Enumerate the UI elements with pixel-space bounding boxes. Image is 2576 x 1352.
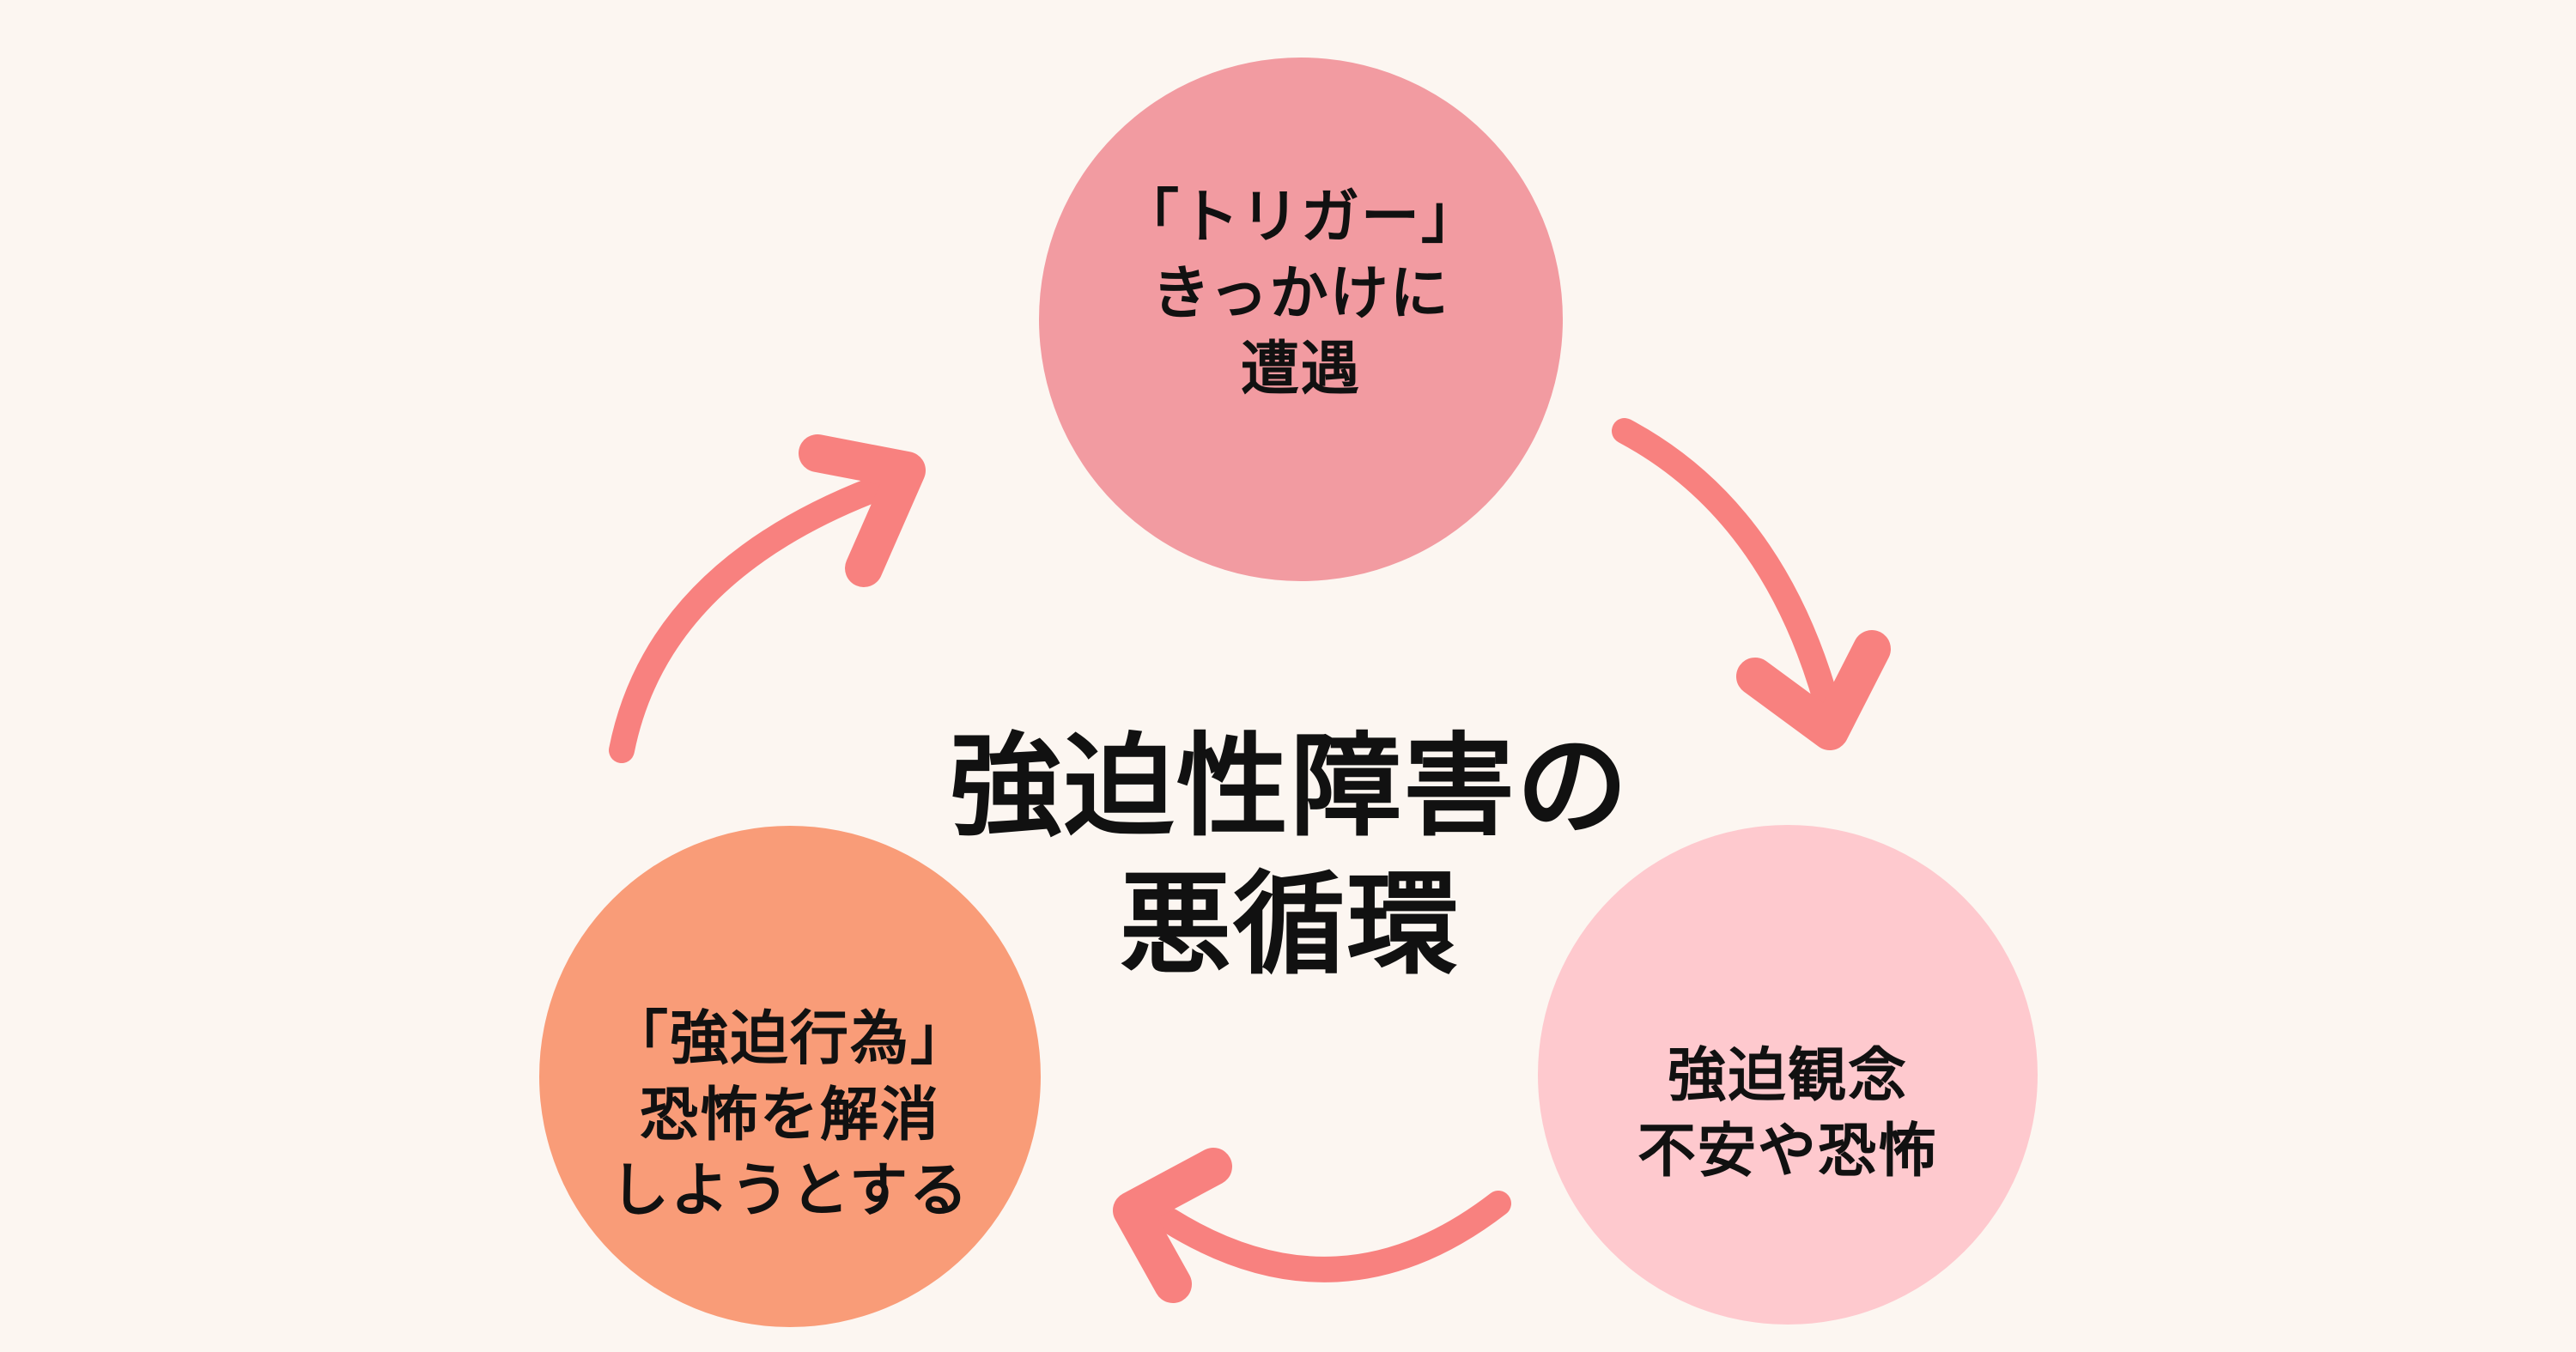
arrow-obsession-to-compulsion bbox=[1113, 1148, 1511, 1303]
node-compulsion-line-1: 「強迫行為」 bbox=[609, 1006, 970, 1072]
diagram-title-line-1: 強迫性障害の bbox=[949, 724, 1630, 849]
node-compulsion: 「強迫行為」 恐怖を解消 しようとする bbox=[539, 826, 1041, 1327]
node-trigger: 「トリガー」 きっかけに 遭遇 bbox=[1039, 58, 1563, 581]
arrow-curve bbox=[1612, 418, 1844, 734]
arrow-curve bbox=[1157, 1191, 1511, 1282]
node-compulsion-label: 「強迫行為」 恐怖を解消 しようとする bbox=[610, 1001, 970, 1228]
node-trigger-line-3: 遭遇 bbox=[1240, 336, 1361, 403]
node-obsession-line-1: 強迫観念 bbox=[1667, 1042, 1908, 1108]
arrow-trigger-to-obsession bbox=[1612, 418, 1891, 750]
node-trigger-label: 「トリガー」 きっかけに 遭遇 bbox=[1121, 179, 1481, 407]
node-obsession: 強迫観念 不安や恐怖 bbox=[1538, 825, 2038, 1325]
arrowhead-up-right-icon bbox=[799, 434, 926, 587]
diagram-title-line-2: 悪循環 bbox=[1119, 862, 1460, 988]
arrowhead-down-icon bbox=[1736, 630, 1891, 750]
node-obsession-label: 強迫観念 不安や恐怖 bbox=[1637, 1038, 1938, 1190]
diagram-title: 強迫性障害の 悪循環 bbox=[860, 718, 1719, 994]
node-trigger-line-1: 「トリガー」 bbox=[1120, 185, 1481, 251]
arrowhead-left-icon bbox=[1113, 1148, 1232, 1303]
arrow-curve bbox=[609, 476, 887, 763]
node-trigger-line-2: きっかけに bbox=[1151, 260, 1450, 326]
node-compulsion-line-3: しようとする bbox=[611, 1158, 969, 1224]
node-compulsion-line-2: 恐怖を解消 bbox=[639, 1082, 940, 1148]
node-obsession-line-2: 不安や恐怖 bbox=[1637, 1119, 1938, 1184]
arrow-compulsion-to-trigger bbox=[609, 434, 926, 763]
